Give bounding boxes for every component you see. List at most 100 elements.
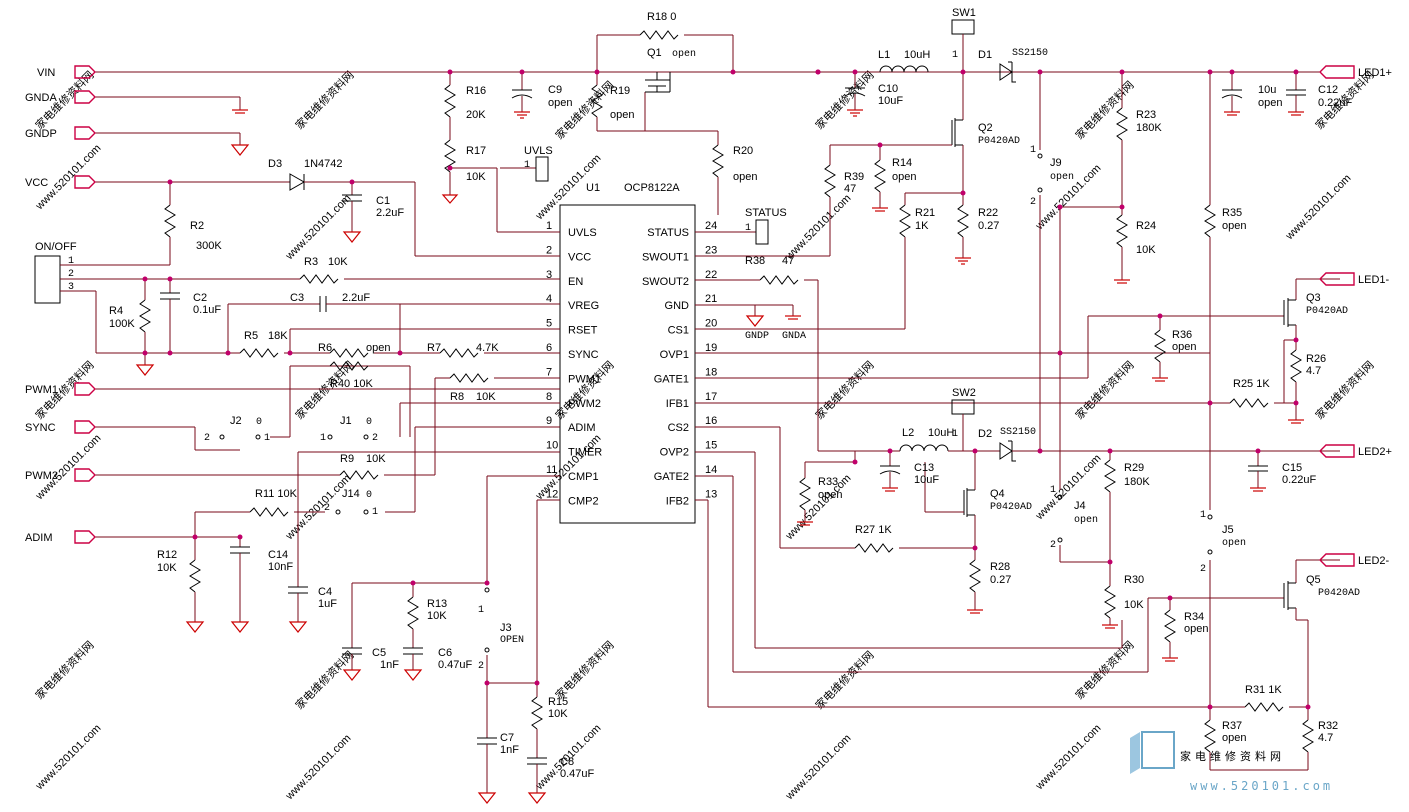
logo-text: 家电维修资料网 bbox=[1180, 749, 1285, 763]
channel1-switch bbox=[695, 72, 1041, 451]
junctions bbox=[142, 69, 1311, 710]
label-r28: R28 bbox=[990, 561, 1010, 573]
label-r34-value: open bbox=[1184, 623, 1208, 635]
label-r20: R20 bbox=[733, 145, 753, 157]
ic-pin-name: GATE1 bbox=[654, 373, 689, 385]
ic-pin-number: 4 bbox=[546, 293, 552, 305]
ic-pin-number: 7 bbox=[546, 366, 552, 378]
ic-pin-name: OVP2 bbox=[660, 447, 689, 459]
label-q5-value: P0420AD bbox=[1318, 588, 1360, 599]
label-q4-value: P0420AD bbox=[990, 502, 1032, 513]
label-r27: R27 1K bbox=[855, 524, 892, 536]
ic-pin-number: 18 bbox=[705, 366, 717, 378]
ic-pin-name: PWM2 bbox=[568, 398, 601, 410]
label-q5: Q5 bbox=[1306, 574, 1321, 586]
label-r15-value: 10K bbox=[548, 708, 568, 720]
label-c6: C6 bbox=[438, 647, 452, 659]
label-r21: R21 bbox=[915, 207, 935, 219]
label-c1: C1 bbox=[376, 195, 390, 207]
watermark-layer: www.520101.com www.520101.com www.520101… bbox=[32, 68, 1376, 803]
label-r14: R14 bbox=[892, 157, 912, 169]
port-vin: VIN bbox=[37, 67, 55, 79]
logo-url: www.520101.com bbox=[1190, 779, 1333, 793]
label-r7: R7 bbox=[427, 342, 441, 354]
label-r20-value: open bbox=[733, 171, 757, 183]
label-r40: R40 10K bbox=[330, 378, 373, 390]
pin-number: 1 bbox=[952, 50, 958, 61]
watermark: 家电维修资料网 bbox=[812, 648, 876, 712]
label-c10: C10 bbox=[878, 83, 898, 95]
ic-pin-name: OVP1 bbox=[660, 349, 689, 361]
label-d3-value: 1N4742 bbox=[304, 158, 343, 170]
label-r3: R3 bbox=[304, 256, 318, 268]
ic-pin-name: VREG bbox=[568, 300, 599, 312]
ic-pin-name: TIMER bbox=[568, 447, 602, 459]
label-r39-value: 47 bbox=[844, 183, 856, 195]
label-l2: L2 bbox=[902, 427, 914, 439]
label-j2: J2 bbox=[230, 415, 242, 427]
label-status: STATUS bbox=[745, 207, 787, 219]
label-sw1: SW1 bbox=[952, 7, 976, 19]
label-c7: C7 bbox=[500, 732, 514, 744]
label-c14: C14 bbox=[268, 549, 288, 561]
ic-pin-name: STATUS bbox=[647, 227, 689, 239]
port-vcc: VCC bbox=[25, 177, 48, 189]
label-c4: C4 bbox=[318, 586, 332, 598]
label-r34: R34 bbox=[1184, 611, 1204, 623]
label-c13: C13 bbox=[914, 462, 934, 474]
ic-pin-name: SWOUT2 bbox=[642, 276, 689, 288]
label-r28-value: 0.27 bbox=[990, 574, 1011, 586]
watermark: 家电维修资料网 bbox=[812, 68, 876, 132]
label-r35: R35 bbox=[1222, 207, 1242, 219]
ic-pin-name: IFB2 bbox=[666, 495, 689, 507]
label-r6-value: open bbox=[366, 342, 390, 354]
label-r32: R32 bbox=[1318, 720, 1338, 732]
ic-pin-number: 5 bbox=[546, 318, 552, 330]
label-c7-value: 1nF bbox=[500, 744, 519, 756]
label-j14: J14 bbox=[342, 488, 360, 500]
label-c2-value: 0.1uF bbox=[193, 304, 221, 316]
watermark: www.520101.com bbox=[33, 722, 104, 793]
ic-pin-number: 8 bbox=[546, 391, 552, 403]
ic-pin-number: 24 bbox=[705, 220, 717, 232]
pin-number: 2 bbox=[204, 433, 210, 444]
pin-number: 2 bbox=[372, 433, 378, 444]
label-r15: R15 bbox=[548, 696, 568, 708]
label-r9: R9 bbox=[340, 453, 354, 465]
watermark: 家电维修资料网 bbox=[552, 638, 616, 702]
label-j4: J4 bbox=[1074, 500, 1086, 512]
watermark: 家电维修资料网 bbox=[552, 358, 616, 422]
pin-number: 2 bbox=[1200, 564, 1206, 575]
label-gnda: GNDA bbox=[782, 331, 806, 342]
label-status-pin: 1 bbox=[745, 223, 751, 234]
ic-right-pins: 24STATUS23SWOUT122SWOUT221GND20CS119OVP1… bbox=[642, 220, 717, 507]
label-q1-value: open bbox=[672, 49, 696, 60]
port-led1p: LED1+ bbox=[1358, 67, 1392, 79]
label-j9-value: open bbox=[1050, 172, 1074, 183]
label-r26-value: 4.7 bbox=[1306, 365, 1321, 377]
label-r4: R4 bbox=[109, 305, 123, 317]
label-d1-value: SS2150 bbox=[1012, 48, 1048, 59]
label-j4-value: open bbox=[1074, 515, 1098, 526]
pin-number: 2 bbox=[478, 661, 484, 672]
watermark: 家电维修资料网 bbox=[812, 358, 876, 422]
ic-pin-name: PWM1 bbox=[568, 373, 601, 385]
port-led1m: LED1- bbox=[1358, 274, 1390, 286]
label-r22-value: 0.27 bbox=[978, 220, 999, 232]
label-r13: R13 bbox=[427, 598, 447, 610]
ic-pin-name: CMP2 bbox=[568, 495, 599, 507]
label-c12-value: 0.22uF bbox=[1318, 97, 1353, 109]
watermark: www.520101.com bbox=[283, 732, 354, 803]
label-r2: R2 bbox=[190, 220, 204, 232]
ic-pin-number: 2 bbox=[546, 244, 552, 256]
label-r22: R22 bbox=[978, 207, 998, 219]
watermark: www.520101.com bbox=[1283, 172, 1354, 243]
watermark: www.520101.com bbox=[33, 432, 104, 503]
label-sw2: SW2 bbox=[952, 387, 976, 399]
vin-rail bbox=[95, 19, 1320, 510]
port-led2p: LED2+ bbox=[1358, 446, 1392, 458]
ic-pin-number: 15 bbox=[705, 440, 717, 452]
label-q4: Q4 bbox=[990, 488, 1005, 500]
label-r5: R5 bbox=[244, 330, 258, 342]
label-r37: R37 bbox=[1222, 720, 1242, 732]
